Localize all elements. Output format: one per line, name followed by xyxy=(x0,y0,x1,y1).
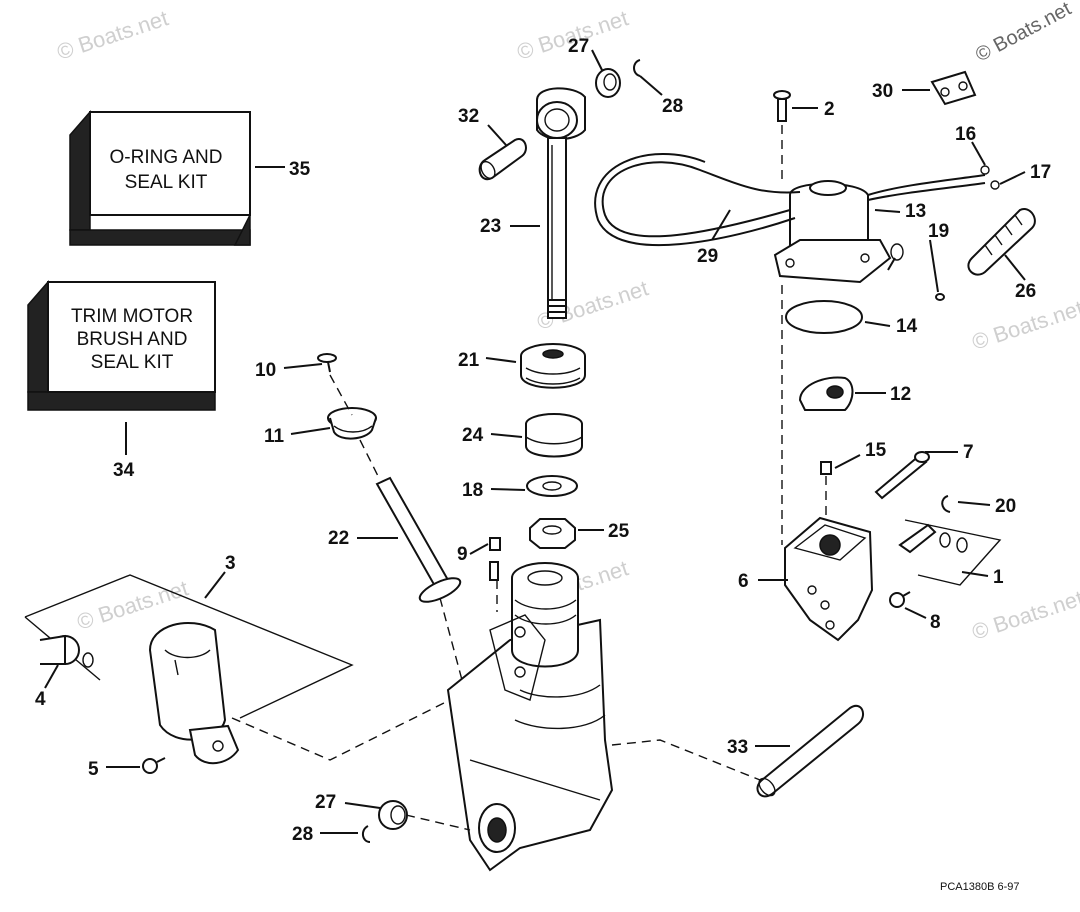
callout-1: 1 xyxy=(993,567,1004,588)
screw-10 xyxy=(317,353,337,373)
drawing-code: PCA1380B 6-97 xyxy=(940,881,1020,893)
watermark-7: © Boats.net xyxy=(969,585,1080,644)
clip-19 xyxy=(887,243,945,301)
motor-13 xyxy=(594,153,986,284)
manifold-6 xyxy=(784,516,1002,642)
piston-24 xyxy=(525,413,583,458)
callout-labels: 27 28 32 23 21 24 18 25 10 11 22 9 3 4 5… xyxy=(35,36,1051,845)
motor-kit-line1: TRIM MOTOR xyxy=(71,306,193,327)
reservoir-3 xyxy=(24,574,354,765)
callout-34: 34 xyxy=(113,460,135,481)
watermark-1: © Boats.net xyxy=(54,5,171,64)
callout-32: 32 xyxy=(458,106,479,127)
hose-26 xyxy=(967,208,1036,276)
callout-18: 18 xyxy=(462,480,483,501)
callout-12: 12 xyxy=(890,384,911,405)
ring-20 xyxy=(941,495,951,513)
nut-25 xyxy=(529,518,576,549)
callout-14: 14 xyxy=(896,316,918,337)
callout-15: 15 xyxy=(865,440,887,461)
bushing-27-lower xyxy=(362,800,408,843)
callout-10: 10 xyxy=(255,360,276,381)
callout-35: 35 xyxy=(289,159,311,180)
callout-23: 23 xyxy=(480,216,501,237)
screw-7 xyxy=(874,451,930,500)
callout-13: 13 xyxy=(905,201,926,222)
tube-22 xyxy=(375,476,462,603)
callout-26: 26 xyxy=(1015,281,1036,302)
pin-33 xyxy=(756,705,865,798)
callout-11: 11 xyxy=(264,426,285,447)
cylinder-bracket xyxy=(446,562,614,872)
cap-21 xyxy=(520,343,586,389)
watermark-6: © Boats.net xyxy=(969,295,1080,354)
valve-12 xyxy=(798,376,854,411)
callout-22: 22 xyxy=(328,528,349,549)
pin-32 xyxy=(478,138,527,181)
callout-33: 33 xyxy=(727,737,748,758)
watermark-corner: © Boats.net xyxy=(972,0,1075,66)
motor-kit-box: TRIM MOTOR BRUSH AND SEAL KIT 34 xyxy=(27,279,216,481)
callout-17: 17 xyxy=(1030,162,1051,183)
oring-14 xyxy=(785,300,863,334)
connector-30 xyxy=(930,70,977,106)
callout-2: 2 xyxy=(824,99,835,120)
bushing-27-top xyxy=(595,59,641,98)
motor-kit-line3: SEAL KIT xyxy=(91,352,174,373)
seal-kit-line2: SEAL KIT xyxy=(125,172,208,193)
callout-leaders xyxy=(44,49,1026,834)
seal-kit-line1: O-RING AND xyxy=(110,147,223,168)
callout-25: 25 xyxy=(608,521,630,542)
washer-18 xyxy=(526,475,578,497)
motor-kit-line2: BRUSH AND xyxy=(77,329,188,350)
callout-3: 3 xyxy=(225,553,236,574)
plug-11 xyxy=(327,407,377,440)
callout-6: 6 xyxy=(738,571,749,592)
screw-5 xyxy=(142,757,166,774)
callout-27-top: 27 xyxy=(568,36,589,57)
screw-8 xyxy=(889,591,911,608)
callout-28-lower: 28 xyxy=(292,824,313,845)
callout-4: 4 xyxy=(35,689,46,710)
callout-20: 20 xyxy=(995,496,1016,517)
callout-28-top: 28 xyxy=(662,96,683,117)
callout-27-lower: 27 xyxy=(315,792,336,813)
screw-2 xyxy=(773,90,791,122)
screw-9 xyxy=(489,537,501,581)
shaft-23 xyxy=(536,87,586,319)
callout-24: 24 xyxy=(462,425,484,446)
callout-16: 16 xyxy=(955,124,976,145)
seal-kit-box: O-RING AND SEAL KIT 35 xyxy=(69,109,311,246)
callout-21: 21 xyxy=(458,350,480,371)
assembly-lines xyxy=(231,125,827,831)
terminals-16-17 xyxy=(980,165,1000,190)
callout-30: 30 xyxy=(872,81,893,102)
callout-7: 7 xyxy=(963,442,974,463)
callout-19: 19 xyxy=(928,221,949,242)
callout-9: 9 xyxy=(457,544,468,565)
screw-15 xyxy=(820,461,832,475)
callout-29: 29 xyxy=(697,246,718,267)
callout-8: 8 xyxy=(930,612,941,633)
callout-5: 5 xyxy=(88,759,99,780)
